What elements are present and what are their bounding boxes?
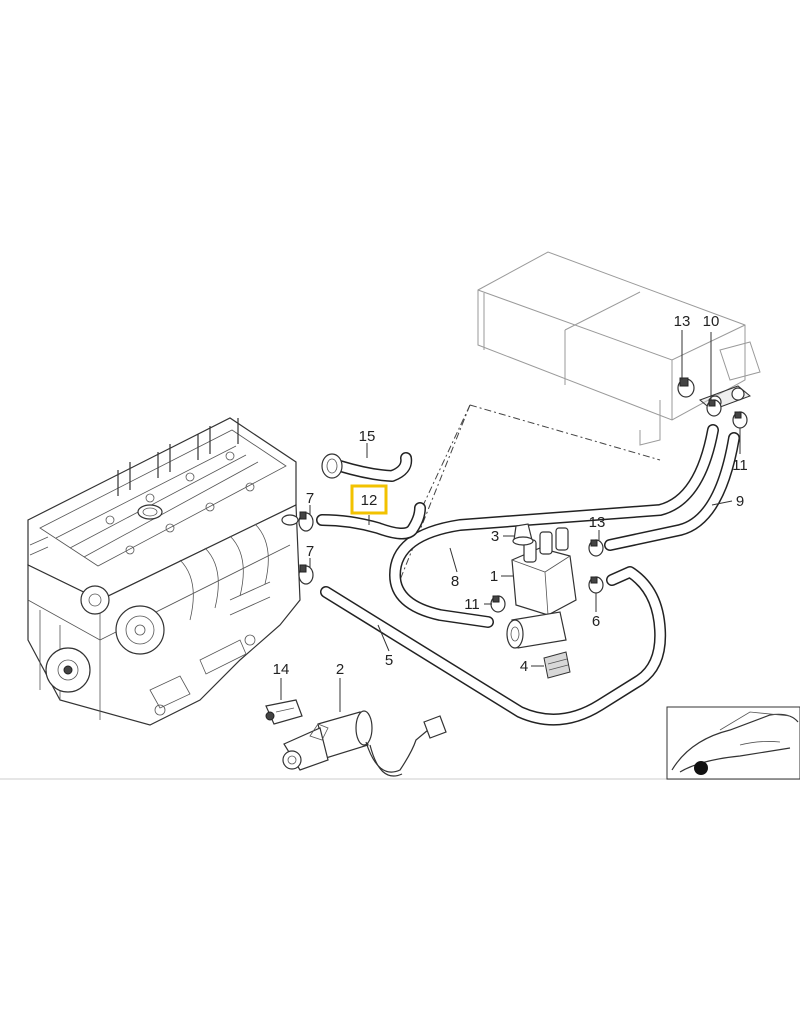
label-part-9[interactable]: 9: [736, 493, 744, 510]
highlight-box-part-12: [350, 484, 388, 515]
label-part-10[interactable]: 10: [703, 313, 720, 330]
clamp-7-lower: [298, 564, 314, 585]
label-part-7-upper[interactable]: 7: [306, 490, 314, 507]
leader-lines: [280, 330, 741, 712]
pad-4-illustration: [543, 651, 571, 679]
label-part-13-lower[interactable]: 13: [589, 514, 606, 531]
hose-5-long: [320, 566, 667, 726]
water-pump-illustration: [282, 710, 447, 777]
part-labels: 15 7 7 12 13 10 11 9 13 6 8 3 1 11 4 5 2…: [273, 313, 748, 678]
label-part-5[interactable]: 5: [385, 652, 393, 669]
clamp-10: [706, 399, 722, 417]
label-part-2[interactable]: 2: [336, 661, 344, 678]
label-part-14[interactable]: 14: [273, 661, 290, 678]
clamps: [298, 377, 748, 613]
hose-9-return: [604, 432, 740, 551]
clamp-11-lower: [490, 595, 506, 613]
heater-valve-illustration: [506, 523, 577, 649]
engine-block-illustration: [27, 417, 301, 726]
clamp-13-upper: [677, 377, 695, 398]
label-part-8[interactable]: 8: [451, 573, 459, 590]
label-part-15[interactable]: 15: [359, 428, 376, 445]
hose-12: [316, 502, 426, 540]
label-part-11-lower[interactable]: 11: [464, 596, 480, 613]
label-part-6[interactable]: 6: [592, 613, 600, 630]
hose-8-supply: [389, 424, 719, 628]
car-locator-thumbnail: [666, 706, 800, 780]
label-part-7-lower[interactable]: 7: [306, 543, 314, 560]
label-part-3[interactable]: 3: [491, 528, 499, 545]
routing-dashed-lines: [399, 404, 661, 581]
clamp-11-upper: [732, 411, 748, 429]
clamp-13-lower: [588, 539, 604, 557]
label-part-1[interactable]: 1: [490, 568, 498, 585]
bracket-14-illustration: [265, 699, 303, 725]
hose-15-elbow: [321, 453, 343, 479]
heater-core-illustration: [477, 251, 761, 446]
label-part-12[interactable]: 12: [361, 492, 378, 509]
label-part-11-upper[interactable]: 11: [732, 457, 748, 474]
clamp-7-upper: [298, 511, 314, 532]
label-part-13-upper[interactable]: 13: [674, 313, 691, 330]
clamp-6: [588, 576, 604, 594]
label-part-4[interactable]: 4: [520, 658, 528, 675]
hose-15: [334, 452, 413, 482]
